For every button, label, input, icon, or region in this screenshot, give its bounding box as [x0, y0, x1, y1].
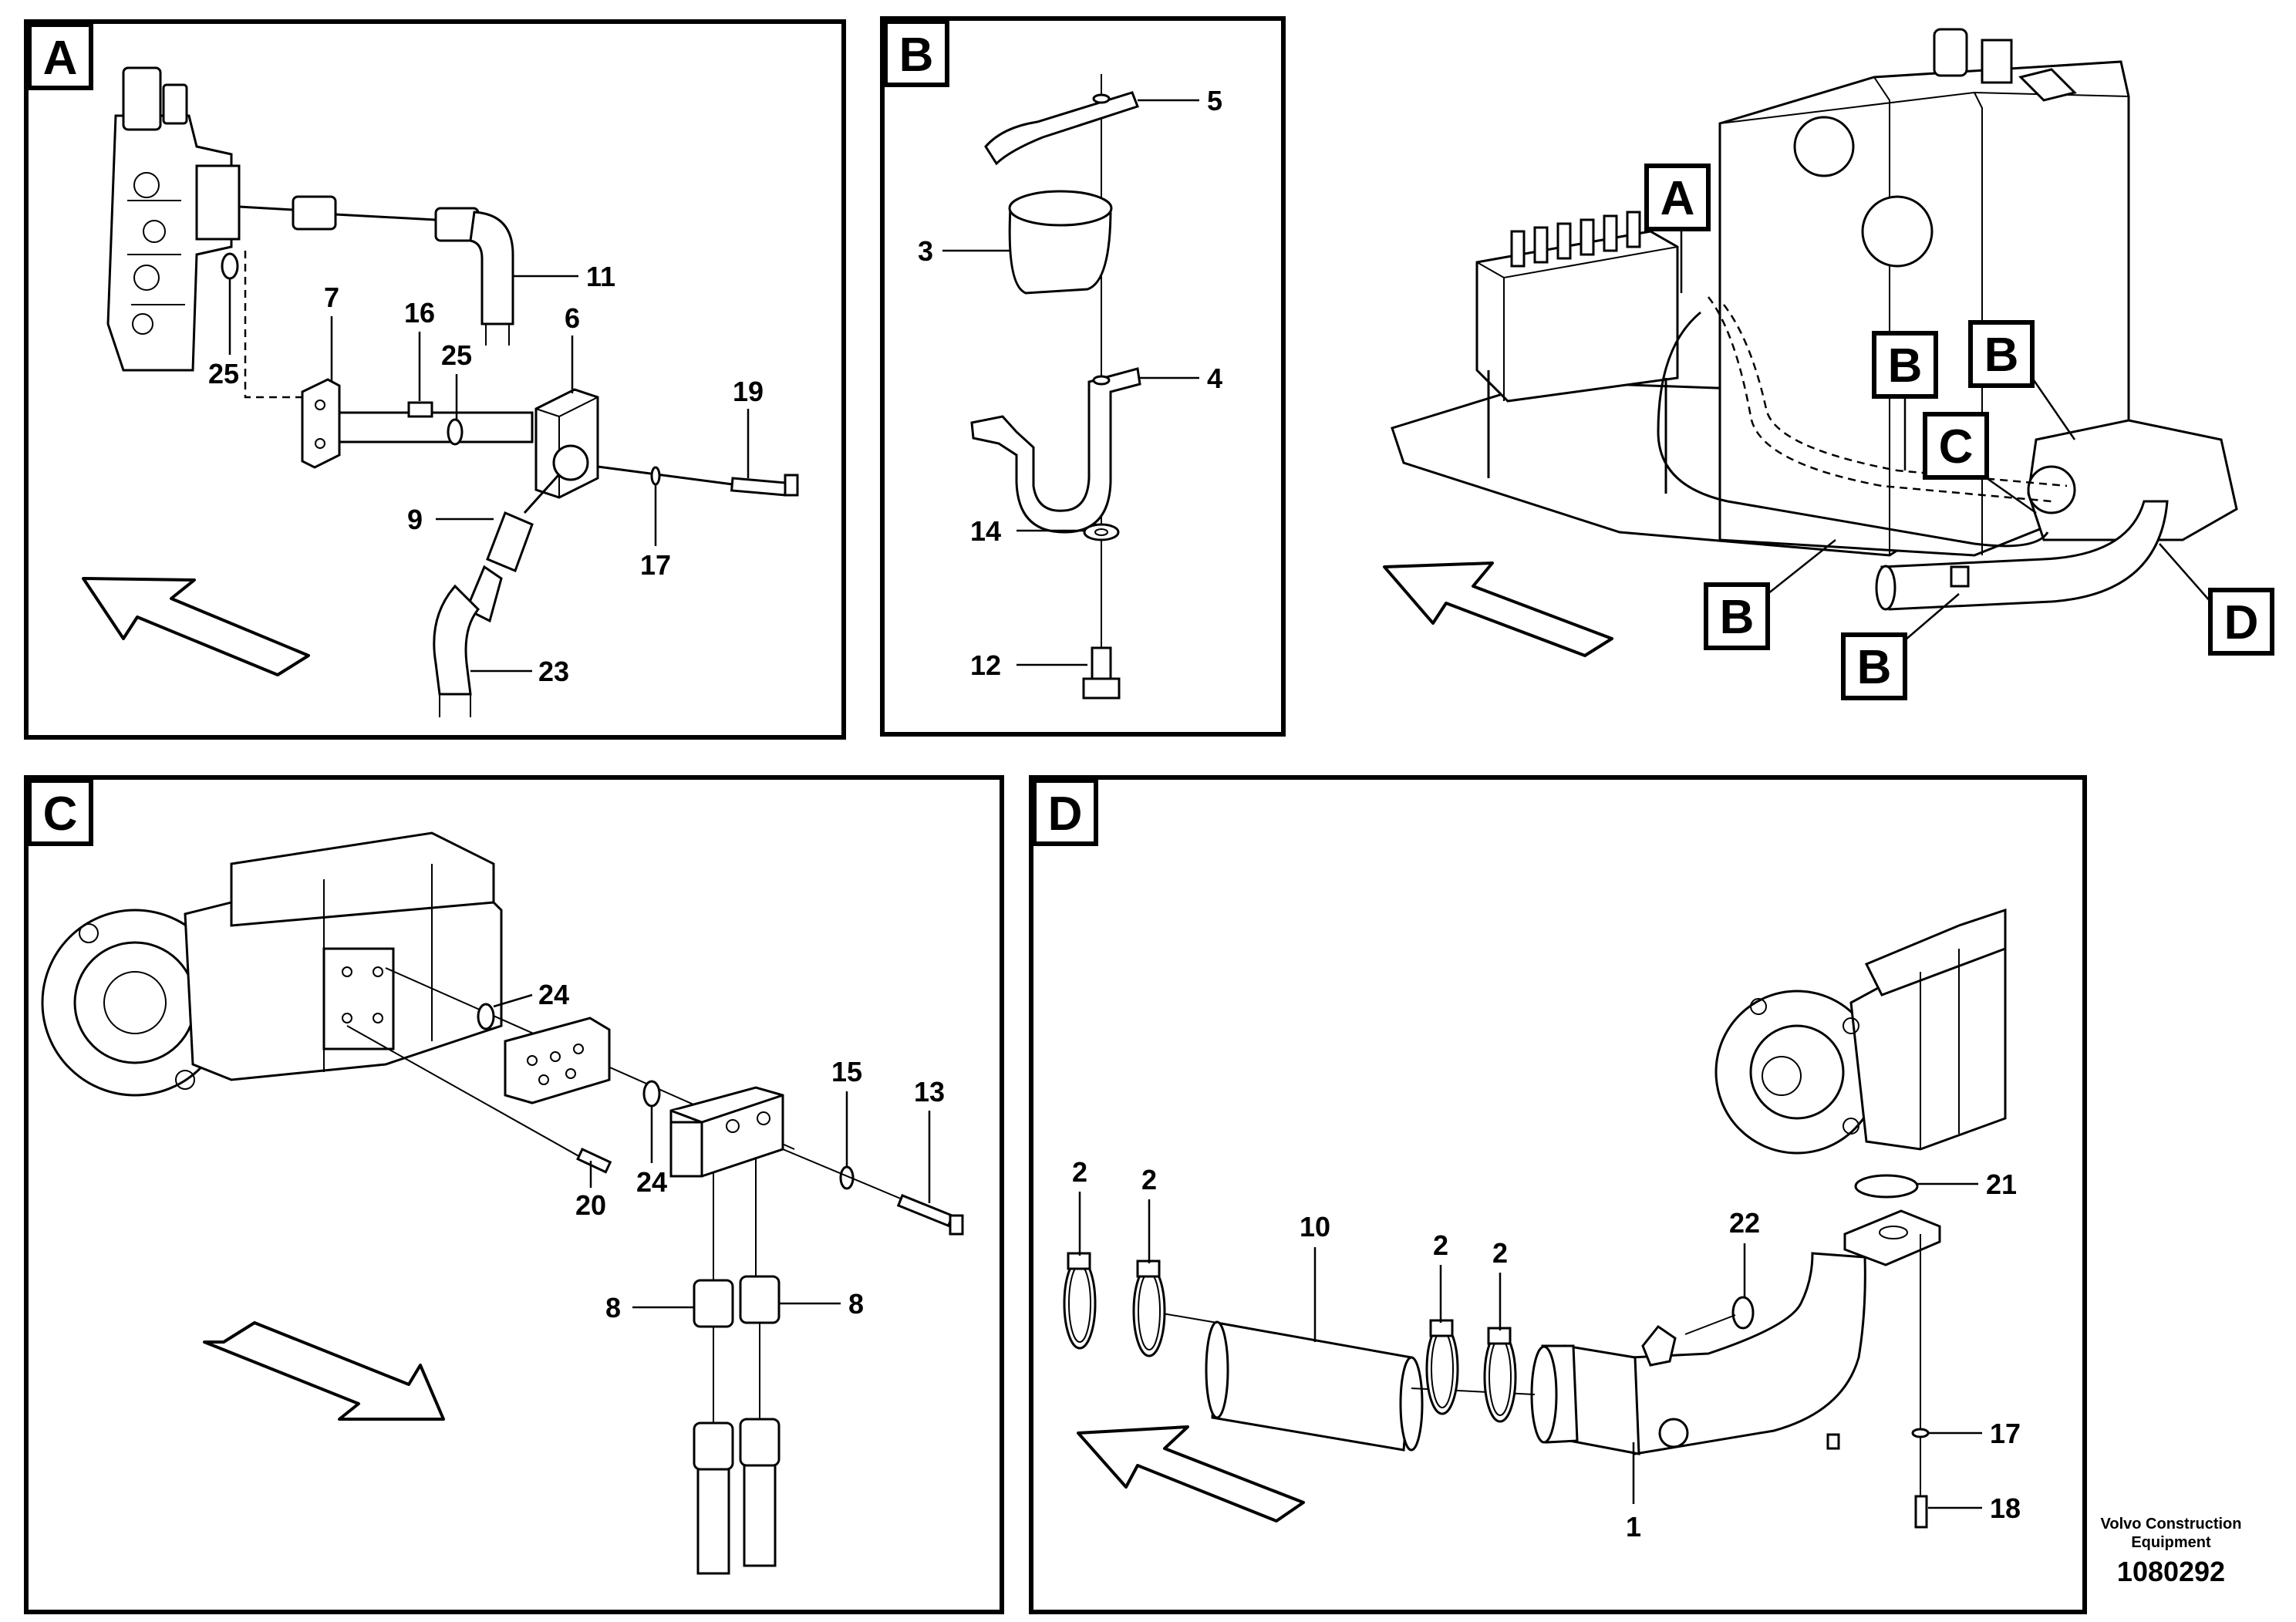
panel-c: C	[24, 775, 1004, 1614]
overview-tag-b-left: B	[1720, 591, 1755, 644]
document-number: 1080292	[2117, 1556, 2225, 1587]
clamp-4-drawing	[970, 367, 1141, 534]
hoses-c-drawing	[693, 1157, 781, 1575]
flange-7-drawing	[301, 378, 534, 469]
callout-d-2-d: 2	[1492, 1237, 1508, 1269]
panel-a-tag: A	[43, 32, 78, 85]
callout-d-2-b: 2	[1141, 1164, 1157, 1195]
callout-c-20: 20	[575, 1189, 606, 1221]
pump-assembly-c-drawing	[41, 831, 503, 1097]
washer-14-drawing	[1083, 523, 1120, 541]
valve-spools	[1510, 211, 1641, 268]
direction-arrow-a	[82, 577, 310, 676]
callout-a-19: 19	[733, 376, 764, 407]
block-c-drawing	[669, 1086, 784, 1178]
callout-c-24-lower: 24	[636, 1166, 667, 1198]
direction-arrow-c	[203, 1321, 445, 1421]
direction-arrow-overview	[1383, 561, 1613, 657]
hose-11-drawing	[238, 195, 514, 346]
brand-line-2: Equipment	[2131, 1534, 2211, 1551]
hose-23-drawing	[433, 473, 561, 717]
callout-d-10: 10	[1300, 1211, 1330, 1243]
callout-d-1: 1	[1626, 1511, 1641, 1543]
callout-c-8-left: 8	[605, 1292, 621, 1324]
callout-c-24-top: 24	[538, 979, 569, 1010]
bolt-12-drawing	[1091, 646, 1112, 680]
callout-d-18: 18	[1990, 1492, 2021, 1524]
block-6-drawing	[534, 388, 599, 499]
callout-b-3: 3	[918, 235, 933, 267]
suction-pipe-d-drawing	[1530, 1209, 1941, 1455]
flange-plate-c-drawing	[504, 1017, 611, 1104]
callout-d-22: 22	[1729, 1207, 1760, 1239]
bracket-5-drawing	[984, 91, 1139, 166]
panel-c-tag: C	[43, 787, 78, 841]
callout-a-11: 11	[586, 261, 615, 292]
panel-b-tag: B	[899, 29, 934, 82]
callout-b-12: 12	[970, 649, 1001, 681]
overview-tag-b-middle: C	[1939, 420, 1974, 474]
callout-c-8-right: 8	[848, 1288, 864, 1320]
callout-d-2-a: 2	[1072, 1156, 1087, 1188]
callout-a-6: 6	[565, 302, 580, 334]
callout-d-21: 21	[1986, 1168, 2017, 1200]
callout-a-25-left: 25	[208, 358, 239, 389]
control-valve-drawing	[106, 66, 241, 372]
panel-b: B 5 3 4 14 12	[880, 16, 1286, 737]
footer: Volvo Construction Equipment 1080292	[2101, 1516, 2242, 1587]
machine-overview: A B B C B B D	[1383, 28, 2274, 700]
overview-tag-b-upper: B	[1888, 339, 1923, 393]
callout-a-17: 17	[640, 549, 671, 581]
callout-a-16: 16	[404, 297, 435, 329]
callout-b-14: 14	[970, 515, 1001, 547]
callout-a-9: 9	[407, 504, 423, 535]
callout-a-7: 7	[324, 282, 339, 313]
hose-clamps-drawing	[1063, 1252, 1517, 1423]
sleeve-3-drawing	[1008, 190, 1113, 295]
direction-arrow-d	[1077, 1425, 1305, 1523]
overview-tag-a: A	[1660, 172, 1695, 225]
pump-assembly-d-drawing	[1714, 908, 2007, 1155]
callout-a-25-right: 25	[441, 339, 472, 371]
callout-b-5: 5	[1207, 85, 1222, 116]
panel-d: D	[1029, 775, 2087, 1614]
callout-a-23: 23	[538, 656, 569, 687]
panel-a: A	[24, 19, 846, 740]
callout-d-2-c: 2	[1433, 1229, 1448, 1261]
overview-tag-c: B	[1984, 329, 2019, 382]
callout-c-15: 15	[831, 1056, 862, 1088]
callout-b-4: 4	[1207, 363, 1222, 394]
panel-d-tag: D	[1048, 787, 1083, 841]
brand-line-1: Volvo Construction	[2101, 1516, 2242, 1533]
hose-10-drawing	[1148, 1310, 1536, 1452]
overview-tag-d: D	[2224, 596, 2259, 649]
callout-d-17: 17	[1990, 1418, 2021, 1449]
overview-tag-b-bottom: B	[1857, 641, 1892, 694]
callout-c-13: 13	[914, 1076, 945, 1108]
